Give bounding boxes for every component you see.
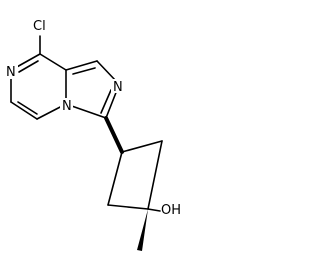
atom-n-pyrazine-bg xyxy=(4,64,18,79)
bond-c1-n2 xyxy=(96,60,117,82)
atom-label-layer: Cl N N N OH xyxy=(4,19,181,218)
bond-cb3-methyl-wedge xyxy=(137,209,148,251)
atom-n-imidazole: N xyxy=(113,80,123,95)
bond-n2-c3 xyxy=(105,89,118,119)
bond-cb2-cb3 xyxy=(147,140,163,210)
bond-c6-c5-inner xyxy=(17,101,38,115)
bond-c8-n7-inner xyxy=(18,60,39,73)
molecule-structure: Cl N N N OH xyxy=(4,19,181,251)
atom-cl: Cl xyxy=(33,19,46,34)
atom-n-bridgehead: N xyxy=(62,99,72,114)
bond-c3-cyclobutyl xyxy=(104,116,124,154)
bond-n2-c3-inner xyxy=(100,89,112,114)
atom-n-bridgehead-bg xyxy=(60,98,73,112)
bond-cb3-cb4 xyxy=(107,204,149,210)
bond-c8-n7 xyxy=(14,53,41,69)
bond-c8a-c1-inner xyxy=(72,67,96,75)
bond-c8a-c8 xyxy=(39,53,67,71)
bond-cb3-oh xyxy=(147,208,161,212)
atom-n-imidazole-bg xyxy=(111,79,125,93)
bond-c6-c5 xyxy=(10,101,38,120)
atom-oh: OH xyxy=(161,203,181,218)
bond-layer xyxy=(10,35,163,251)
bond-cb1-cb2 xyxy=(121,140,163,153)
bond-cb4-cb1 xyxy=(107,151,123,206)
atom-n-pyrazine: N xyxy=(6,65,16,80)
bond-c8a-c1 xyxy=(65,60,98,71)
